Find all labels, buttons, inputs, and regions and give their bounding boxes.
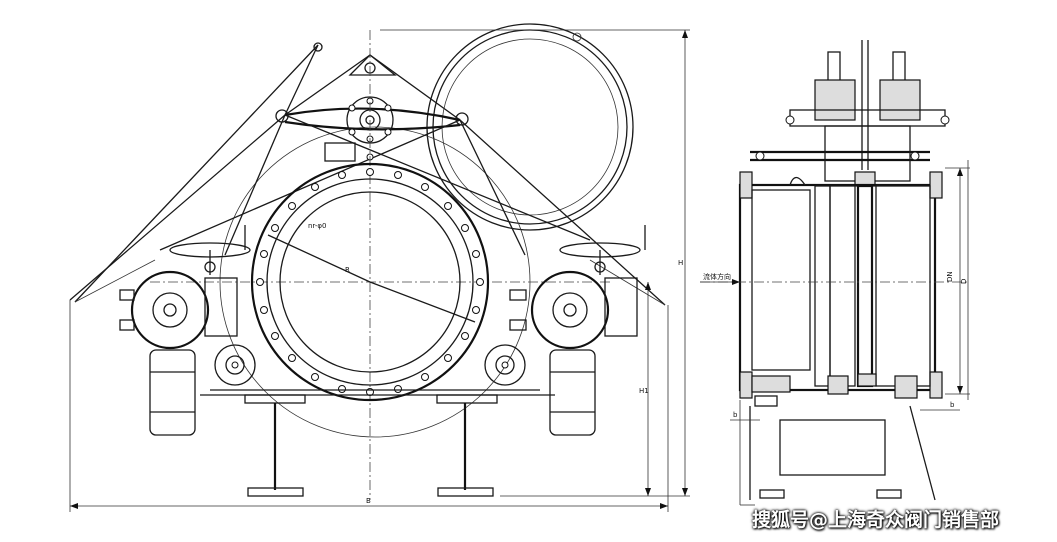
side-view: 流体方向 DN D b b [700,40,970,506]
side-dimensions [700,160,970,506]
d-label: D [960,279,968,284]
dn-label: DN [946,271,954,282]
b-left-label: b [733,411,738,419]
right-actuator [484,225,646,436]
side-base [749,405,936,501]
lever-frame [69,42,666,306]
bolt-circle-label: nr-φ0 [308,222,326,230]
flow-direction-label: 流体方向 [703,272,731,281]
radius-label: R [345,266,350,274]
side-body [700,171,970,407]
height-h1-label: H1 [639,387,649,395]
watermark-text: 搜狐号@上海奇众阀门销售部 [752,509,1000,531]
support-legs [247,403,494,497]
height-label: H [678,259,683,267]
stem-assembly [750,40,950,187]
left-actuator [119,225,256,436]
counterweight-wheel [426,23,634,231]
width-label: B [366,497,371,505]
valve-body [250,162,490,402]
front-dimensions [69,29,690,512]
front-view: nr-φ0 R H H1 B [69,23,690,512]
b-right-label: b [950,401,955,409]
